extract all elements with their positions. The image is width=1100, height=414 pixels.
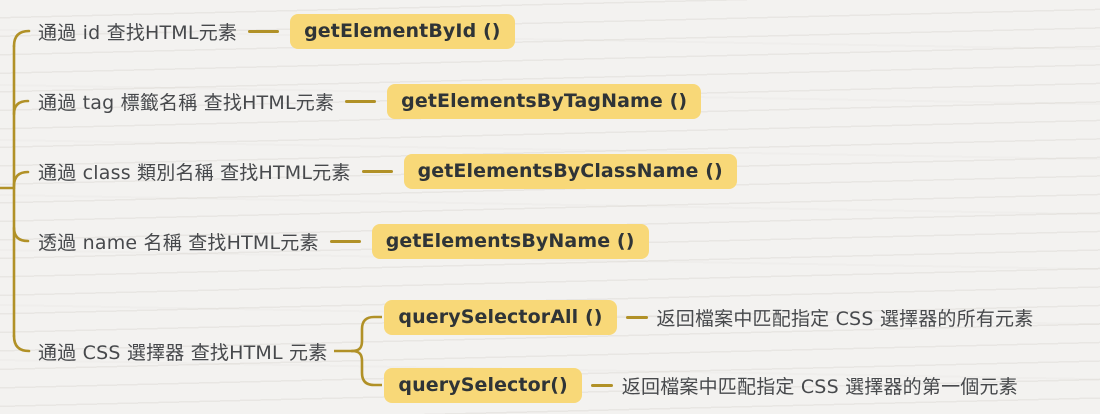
branch-label-tag[interactable]: 通過 tag 標籤名稱 查找HTML元素 <box>38 91 335 114</box>
method-node-getelementsbyname[interactable]: getElementsByName () <box>371 223 649 259</box>
connector-dash <box>329 239 361 243</box>
method-node-queryselector[interactable]: querySelector() <box>384 367 582 403</box>
connector-dash <box>248 29 280 33</box>
description-queryselector[interactable]: 返回檔案中匹配指定 CSS 選擇器的第一個元素 <box>621 375 1018 398</box>
method-node-getelementbyid[interactable]: getElementById () <box>290 13 515 49</box>
method-node-getelementsbytagname[interactable]: getElementsByTagName () <box>387 83 702 119</box>
sub-branch-connector-lines <box>334 315 383 387</box>
branch-row-id: 通過 id 查找HTML元素 getElementById () <box>36 11 515 51</box>
sub-branch-row-queryselectorall: querySelectorAll () 返回檔案中匹配指定 CSS 選擇器的所有… <box>384 283 1033 351</box>
connector-dash <box>590 383 613 387</box>
method-node-getelementsbyclassname[interactable]: getElementsByClassName () <box>403 153 737 189</box>
branch-label-class[interactable]: 通過 class 類別名稱 查找HTML元素 <box>38 161 351 184</box>
branch-connector-lines <box>0 29 31 353</box>
sub-branch-column: querySelectorAll () 返回檔案中匹配指定 CSS 選擇器的所有… <box>384 283 1033 414</box>
sub-branch-row-queryselector: querySelector() 返回檔案中匹配指定 CSS 選擇器的第一個元素 <box>384 351 1033 414</box>
connector-dash <box>345 99 377 103</box>
branch-label-id[interactable]: 通過 id 查找HTML元素 <box>38 21 238 44</box>
connector-dash <box>361 169 393 173</box>
branch-row-class: 通過 class 類別名稱 查找HTML元素 getElementsByClas… <box>36 151 737 191</box>
branch-label-css-selector[interactable]: 通過 CSS 選擇器 查找HTML 元素 <box>38 341 328 364</box>
branch-row-tag: 通過 tag 標籤名稱 查找HTML元素 getElementsByTagNam… <box>36 81 702 121</box>
connector-dash <box>625 315 648 319</box>
branch-row-css-selector: 通過 CSS 選擇器 查找HTML 元素 querySelectorAll ()… <box>36 283 1033 414</box>
branch-row-name: 透過 name 名稱 查找HTML元素 getElementsByName () <box>36 221 649 261</box>
description-queryselectorall[interactable]: 返回檔案中匹配指定 CSS 選擇器的所有元素 <box>656 307 1034 330</box>
branch-label-name[interactable]: 透過 name 名稱 查找HTML元素 <box>38 231 319 254</box>
method-node-queryselectorall[interactable]: querySelectorAll () <box>384 299 617 335</box>
